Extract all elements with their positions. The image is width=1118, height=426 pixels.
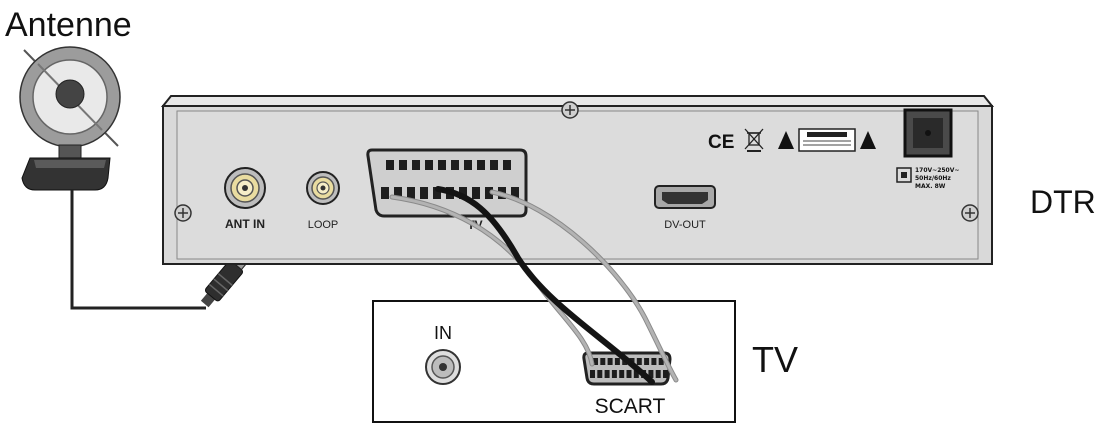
tv-antenna-input bbox=[425, 349, 461, 385]
scart-pin bbox=[420, 187, 428, 199]
antenna-label: Antenne bbox=[5, 6, 132, 44]
scart-pin bbox=[399, 160, 407, 170]
scart-pin bbox=[663, 370, 668, 378]
scart-pin bbox=[394, 187, 402, 199]
scart-pin bbox=[655, 370, 661, 378]
scart-pin bbox=[614, 358, 620, 365]
scart-pin bbox=[644, 358, 650, 365]
scart-cable-black bbox=[435, 186, 655, 385]
warning-triangle-icon bbox=[778, 131, 794, 149]
scart-pin bbox=[651, 358, 657, 365]
tv-box: IN SCART bbox=[372, 300, 736, 423]
receiver-label: DTR bbox=[1030, 184, 1096, 220]
receiver-top-edge bbox=[160, 95, 995, 107]
power-rating-line: 170V~250V~ bbox=[915, 167, 959, 174]
scart-pin bbox=[611, 370, 617, 378]
antenna-icon bbox=[19, 46, 121, 191]
scart-pin bbox=[412, 160, 420, 170]
power-rating-line: 50Hz/60Hz bbox=[915, 175, 951, 182]
scart-pin bbox=[386, 160, 394, 170]
scart-pin bbox=[433, 187, 441, 199]
scart-pin bbox=[633, 370, 639, 378]
antenna-base-top bbox=[34, 160, 106, 168]
scart-pin bbox=[636, 358, 642, 365]
scart-pin bbox=[590, 370, 595, 378]
tv-scart-label: SCART bbox=[595, 395, 666, 418]
scart-pin bbox=[451, 160, 459, 170]
scart-pin bbox=[511, 187, 519, 199]
hdmi-label: DV-OUT bbox=[664, 219, 706, 231]
scart-pin bbox=[490, 160, 498, 170]
scart-pin bbox=[503, 160, 511, 170]
scart-pin bbox=[438, 160, 446, 170]
scart-pin bbox=[648, 370, 654, 378]
scart-pin bbox=[472, 187, 480, 199]
receiver-scart-socket bbox=[366, 148, 528, 218]
warning-triangle-icon bbox=[860, 131, 876, 149]
tv-label: TV bbox=[752, 339, 798, 380]
antenna-center bbox=[55, 79, 85, 109]
scart-pin bbox=[593, 358, 598, 365]
scart-cable bbox=[389, 186, 679, 385]
ant-in-connector bbox=[224, 167, 266, 209]
scart-pin bbox=[607, 358, 613, 365]
ant-in-label: ANT IN bbox=[225, 217, 265, 231]
screw-icon bbox=[961, 204, 979, 222]
double-insulation-icon bbox=[896, 167, 912, 183]
scart-pin bbox=[597, 370, 603, 378]
scart-pin bbox=[425, 160, 433, 170]
scart-cable-gray bbox=[490, 190, 678, 382]
loop-label: LOOP bbox=[308, 219, 339, 231]
scart-pin bbox=[464, 160, 472, 170]
scart-pin bbox=[619, 370, 625, 378]
tv-in-label: IN bbox=[434, 323, 452, 343]
scart-pin bbox=[459, 187, 467, 199]
loop-connector bbox=[306, 171, 340, 205]
scart-pin bbox=[658, 358, 664, 365]
scart-pin bbox=[626, 370, 632, 378]
scart-pin bbox=[407, 187, 415, 199]
hdmi-port bbox=[654, 185, 716, 209]
scart-pin bbox=[600, 358, 606, 365]
scart-pin bbox=[381, 187, 389, 199]
power-socket bbox=[903, 108, 953, 158]
caution-label bbox=[798, 128, 856, 152]
screw-icon bbox=[561, 101, 579, 119]
weee-bin-icon bbox=[744, 128, 764, 152]
scart-pin bbox=[477, 160, 485, 170]
ce-mark: CE bbox=[708, 132, 734, 153]
antenna-cable bbox=[70, 190, 206, 310]
scart-pin bbox=[485, 187, 493, 199]
screw-icon bbox=[174, 204, 192, 222]
scart-pin bbox=[604, 370, 610, 378]
power-rating-line: MAX. 8W bbox=[915, 183, 946, 190]
